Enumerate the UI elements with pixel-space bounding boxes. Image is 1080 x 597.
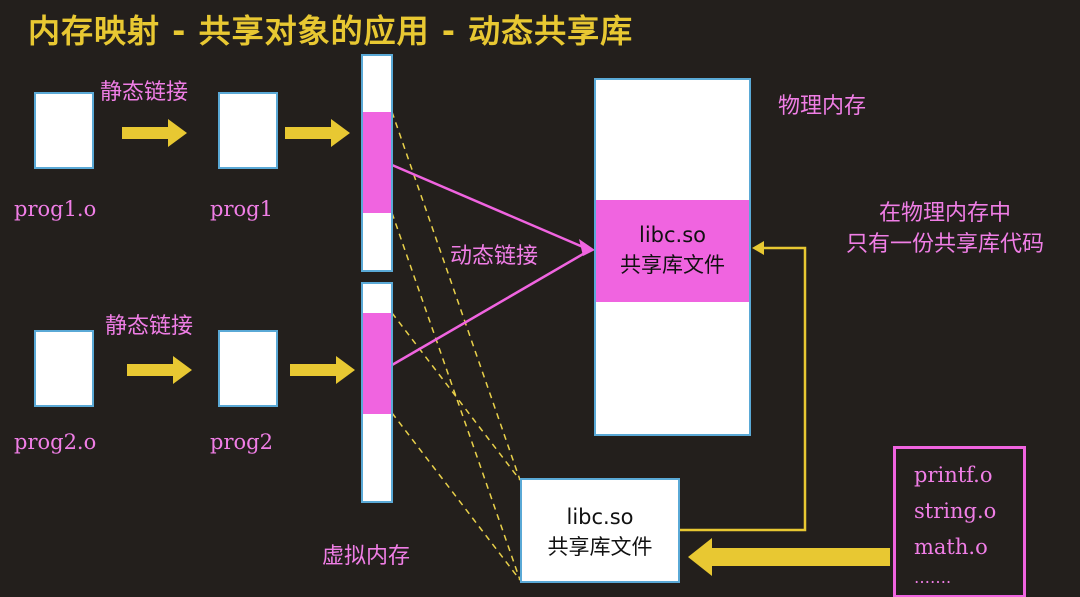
disk-shared-lib: libc.so 共享库文件 <box>520 478 680 583</box>
lib-desc: 共享库文件 <box>620 253 725 277</box>
object-file: string.o <box>914 499 997 523</box>
virtual-memory-label: 虚拟内存 <box>322 544 411 569</box>
lib-name: libc.so <box>566 505 634 529</box>
arrow-right-icon <box>127 356 192 384</box>
physical-memory: libc.so 共享库文件 <box>594 78 751 436</box>
prog1-box <box>218 92 278 169</box>
note-line: 只有一份共享库代码 <box>845 232 1044 257</box>
object-file: printf.o <box>914 463 993 487</box>
arrow-left-icon <box>688 538 890 576</box>
prog2-label: prog2 <box>210 430 273 454</box>
mapping-lines <box>391 111 521 581</box>
note: 在物理内存中 只有一份共享库代码 <box>820 198 1070 260</box>
arrow-right-icon <box>290 356 355 384</box>
object-file-ellipsis: ……. <box>914 568 952 587</box>
static-link-arrows <box>122 119 890 576</box>
static-link-label: 静态链接 <box>100 80 189 105</box>
prog2-box <box>218 330 278 407</box>
arrow-right-icon <box>285 119 350 147</box>
lib-name: libc.so <box>638 223 706 247</box>
dynamic-link-label: 动态链接 <box>450 244 539 269</box>
object-file: math.o <box>914 535 988 559</box>
prog2-o-label: prog2.o <box>14 430 97 454</box>
prog1-o-box <box>34 92 94 169</box>
object-files-box: printf.o string.o math.o ……. <box>893 446 1026 597</box>
lib-desc: 共享库文件 <box>547 535 653 559</box>
prog2-o-box <box>34 330 94 407</box>
note-line: 在物理内存中 <box>878 201 1011 226</box>
physical-shared-lib: libc.so 共享库文件 <box>596 200 749 302</box>
virtual-memory-2 <box>361 282 393 503</box>
physical-memory-label: 物理内存 <box>778 94 867 119</box>
arrowhead-icon <box>752 241 764 255</box>
arrowhead-icon <box>579 239 595 256</box>
load-line <box>680 246 807 532</box>
dynamic-link-lines <box>391 163 591 367</box>
arrow-right-icon <box>122 119 187 147</box>
shared-lib-region <box>363 313 391 414</box>
shared-lib-region <box>363 112 391 213</box>
static-link-label: 静态链接 <box>105 314 194 339</box>
prog1-label: prog1 <box>210 197 273 221</box>
virtual-memory-1 <box>361 54 393 272</box>
page-title: 内存映射 - 共享对象的应用 - 动态共享库 <box>28 12 634 50</box>
prog1-o-label: prog1.o <box>14 197 97 221</box>
